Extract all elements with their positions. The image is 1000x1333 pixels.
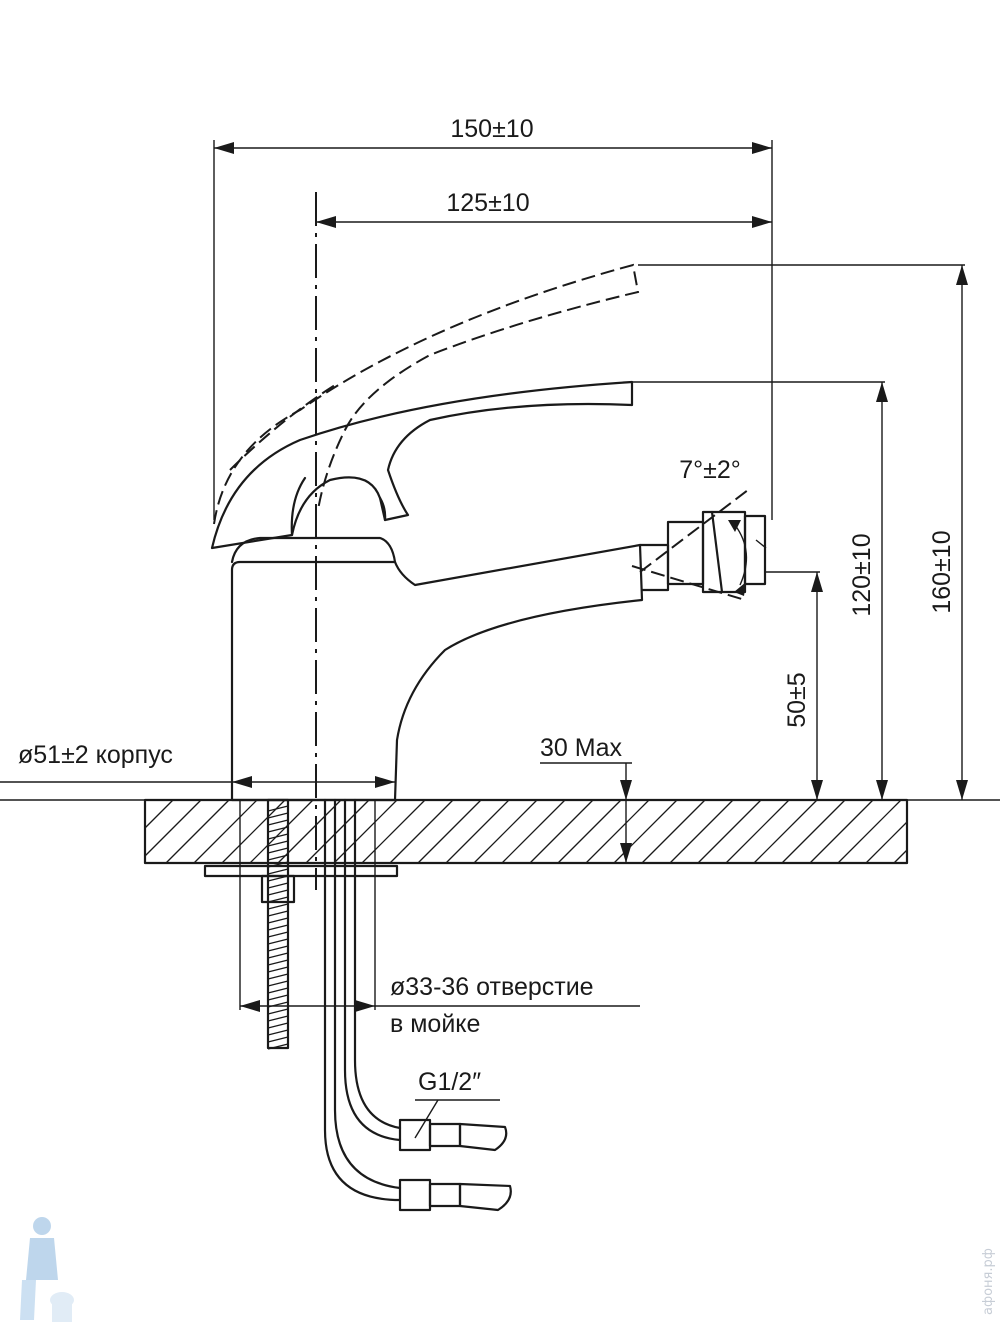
label-height-spout: 50±5 bbox=[783, 672, 811, 727]
label-thread: G1/2″ bbox=[418, 1068, 481, 1096]
lever-handle bbox=[210, 380, 634, 550]
label-height-lever: 120±10 bbox=[848, 533, 876, 616]
watermark: aфоня.рф bbox=[981, 1248, 996, 1315]
mounting-hardware bbox=[203, 798, 399, 1050]
label-height-total: 160±10 bbox=[928, 530, 956, 613]
label-hole-line2: в мойке bbox=[390, 1010, 480, 1038]
dimension-lines bbox=[0, 140, 968, 1139]
label-angle: 7°±2° bbox=[679, 456, 741, 484]
label-max-thickness: 30 Max bbox=[540, 734, 622, 762]
label-body-diameter: ø51±2 корпус bbox=[18, 741, 173, 769]
countertop-hatching bbox=[144, 799, 908, 864]
stud-hatching bbox=[267, 805, 289, 1050]
label-width-spout: 125±10 bbox=[446, 189, 529, 217]
label-width-total: 150±10 bbox=[450, 115, 533, 143]
label-hole-line1: ø33-36 отверстие bbox=[390, 973, 594, 1001]
lever-handle-raised bbox=[213, 263, 640, 525]
faucet-body bbox=[230, 510, 767, 802]
countertop bbox=[0, 798, 1000, 865]
supply-hoses bbox=[323, 798, 512, 1212]
dimension-labels: 150±10 125±10 7°±2° 160±10 120±10 50±5 3… bbox=[18, 115, 956, 1096]
spout-angle-lines bbox=[631, 489, 749, 601]
plumber-mascot-icon bbox=[20, 1217, 74, 1322]
